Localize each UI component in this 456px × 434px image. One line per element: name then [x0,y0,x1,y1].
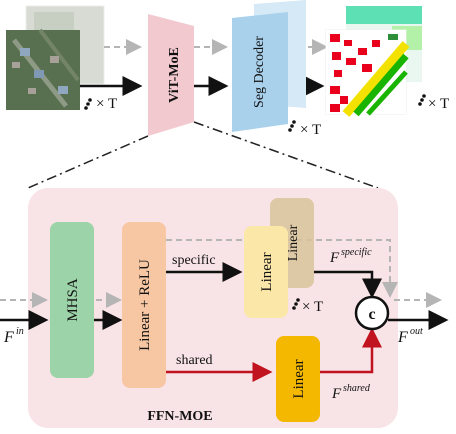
concat-node: c [354,295,390,331]
repeat-label-output: × T [428,96,449,112]
repeat-marker-output: × T [418,94,449,112]
mhsa-label: MHSA [65,278,81,322]
linear-relu-label: Linear + ReLU [137,259,153,351]
output-segmentation-stack [325,6,422,117]
arrow-specific-to-concat [314,270,382,299]
linear-specific-label: Linear [259,252,275,291]
decoder-label: Seg Decoder [252,36,267,108]
fshared-sup: shared [343,383,371,394]
fspecific-sup: specific [341,247,372,258]
satellite-image [6,28,80,110]
linear-specific-back-label: Linear [286,224,301,261]
linear-shared-block: Linear [276,336,320,422]
specific-label: specific [172,253,216,268]
zoom-line-left [27,135,149,189]
shared-label: shared [176,353,213,368]
repeat-label-input: × T [96,96,117,112]
concat-label: c [368,306,375,323]
panel-title: FFN-MOE [147,409,212,424]
fin-label: F [3,329,14,346]
seg-decoder: Seg Decoder [232,0,306,132]
fin-sup: in [16,326,24,337]
repeat-marker-specific: × T [292,298,323,315]
linear-specific-stack: Linear Linear [244,198,314,318]
segmentation-map [326,30,410,117]
linear-relu-block: Linear + ReLU [122,222,166,388]
dashed-path-top [166,239,398,298]
fspecific-label: F [329,250,340,266]
zoom-line-right [193,121,379,189]
repeat-marker-input: × T [84,96,117,112]
mhsa-block: MHSA [50,222,94,378]
encoder-label: ViT-MoE [167,47,182,103]
fshared-label: F [331,386,342,402]
linear-shared-label: Linear [291,359,307,398]
input-image-stack [6,5,105,110]
vit-moe-encoder: ViT-MoE [148,14,194,136]
fout-sup: out [410,326,423,337]
repeat-label-decoder: × T [300,122,321,138]
repeat-marker-decoder: × T [288,120,321,138]
fout-label: F [397,329,408,346]
arrow-shared-to-concat [320,327,382,374]
repeat-label-specific: × T [302,299,323,315]
